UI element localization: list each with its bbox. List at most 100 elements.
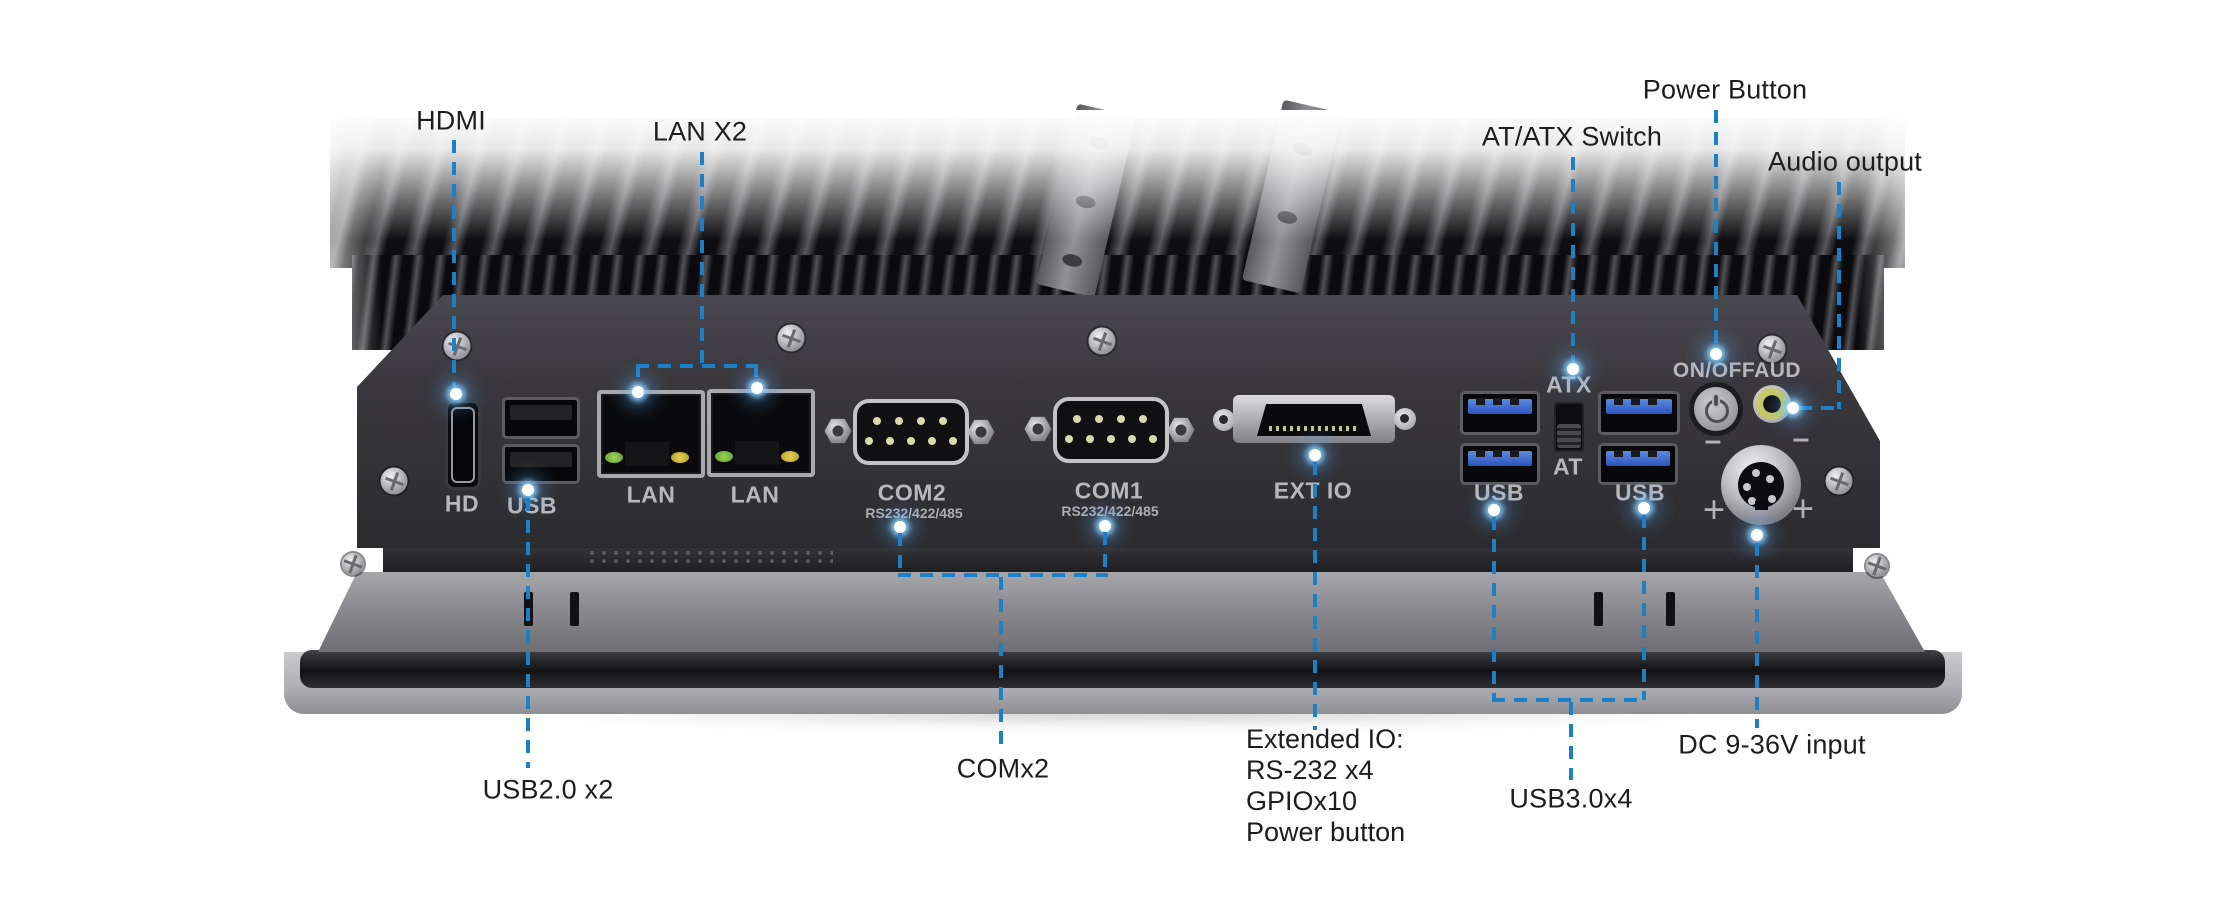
callout-com-line — [999, 577, 1003, 747]
callout-atx-line — [1571, 157, 1575, 362]
dc-input-connector — [1721, 445, 1801, 525]
callout-hdmi-dot — [450, 388, 462, 400]
callout-lan-stub-left — [636, 364, 640, 390]
callout-lan-dot-2 — [751, 382, 763, 394]
dc-pin — [1743, 483, 1751, 491]
extio-ear-right — [1394, 408, 1416, 430]
audio-jack — [1753, 385, 1791, 423]
callout-com-stub-right — [1103, 532, 1107, 575]
lan1-label: LAN — [626, 481, 676, 508]
mount-slot — [570, 592, 579, 626]
callout-dc-line — [1755, 543, 1759, 728]
dc-pin — [1766, 475, 1774, 483]
lan-led-amber — [781, 451, 799, 462]
lan-led-green — [715, 451, 733, 462]
usb3-left-label: USB — [1473, 479, 1525, 506]
lan-led-amber — [671, 452, 689, 463]
extio-line-1: Extended IO: — [1246, 724, 1404, 754]
mount-slot — [1594, 592, 1603, 626]
usb-tongue — [1468, 450, 1532, 466]
callout-audio-label: Audio output — [1767, 146, 1923, 177]
pin — [1128, 435, 1136, 443]
hdmi-port-label: HD — [444, 490, 480, 517]
com1-label: COM1 — [1074, 477, 1144, 504]
callout-usb2-line — [526, 498, 530, 768]
pin — [1107, 435, 1115, 443]
lan-tab — [735, 441, 779, 465]
callout-lan-label: LAN X2 — [652, 116, 748, 147]
minus-mark-right: – — [1792, 422, 1810, 455]
dc-pin — [1752, 469, 1760, 477]
callout-com-stub-left — [898, 533, 902, 575]
callout-lan-dot-1 — [632, 386, 644, 398]
plus-mark-right: + — [1791, 488, 1815, 531]
extio-line-3: GPIOx10 — [1246, 786, 1358, 816]
atx-position-label: ATX — [1546, 371, 1592, 398]
at-position-label: AT — [1553, 453, 1583, 480]
onoff-aud-label: ON/OFFAUD — [1672, 359, 1802, 382]
power-button — [1694, 387, 1738, 431]
pin — [1095, 415, 1103, 423]
usb-tongue — [510, 452, 572, 467]
pin — [895, 417, 903, 425]
screw — [1825, 467, 1853, 495]
callout-lan-line — [700, 152, 704, 366]
com1-sub-label: RS232/422/485 — [1061, 503, 1159, 519]
usb3-port-left-top — [1460, 391, 1540, 435]
callout-com1-dot — [1099, 520, 1111, 532]
usb-tongue — [1606, 450, 1670, 466]
callout-dc-dot — [1751, 529, 1763, 541]
extio-slot — [1257, 404, 1371, 436]
usb3-right-label: USB — [1614, 479, 1666, 506]
lan-port-2 — [707, 389, 815, 477]
plus-mark-left: + — [1702, 489, 1726, 532]
extio-label: EXT IO — [1273, 477, 1353, 504]
pin — [939, 417, 947, 425]
callout-usb2-dot — [522, 484, 534, 496]
callout-power-line — [1714, 110, 1718, 348]
usb-tongue — [510, 405, 572, 420]
audio-jack-ring — [1756, 388, 1788, 420]
com2-port — [853, 399, 969, 465]
callout-usb3-stub-left — [1492, 517, 1496, 700]
callout-usb3-dot-right — [1638, 502, 1650, 514]
extio-line-4: Power button — [1246, 817, 1406, 847]
usb2-label: USB — [506, 492, 558, 519]
vent-perforations — [588, 549, 833, 565]
screw — [1866, 555, 1888, 577]
usb2-port-bottom — [502, 444, 580, 484]
pin — [1065, 435, 1073, 443]
callout-com-label: COMx2 — [956, 753, 1050, 784]
pin — [886, 437, 894, 445]
at-atx-switch — [1554, 402, 1584, 452]
lan2-label: LAN — [730, 481, 780, 508]
callout-audio-dot — [1787, 402, 1799, 414]
callout-atx-label: AT/ATX Switch — [1481, 121, 1663, 152]
callout-usb3-stub-right — [1642, 515, 1646, 700]
extio-line-2: RS-232 x4 — [1246, 755, 1374, 785]
callout-extio-line — [1313, 462, 1317, 730]
dc-pin — [1768, 495, 1776, 503]
pin — [873, 417, 881, 425]
callout-extio-label: Extended IO: RS-232 x4 GPIOx10 Power but… — [1246, 724, 1405, 848]
screw — [443, 332, 471, 360]
lan-port-1 — [597, 390, 705, 478]
usb3-port-right-top — [1598, 391, 1680, 435]
callout-com2-dot — [894, 521, 906, 533]
com2-sub-label: RS232/422/485 — [865, 505, 963, 521]
lan-tab — [625, 442, 669, 466]
pin — [1073, 415, 1081, 423]
bezel-groove — [300, 650, 1945, 688]
callout-audio-line-v — [1837, 182, 1841, 409]
usb-tongue — [1468, 398, 1532, 414]
screw — [1088, 327, 1116, 355]
display-back-bar — [318, 572, 1925, 652]
screw — [380, 467, 408, 495]
callout-hdmi-label: HDMI — [416, 105, 486, 136]
callout-lan-bracket — [636, 364, 758, 368]
com2-label: COM2 — [877, 479, 947, 506]
lan-led-green — [605, 452, 623, 463]
com1-port — [1053, 397, 1169, 463]
callout-usb2-label: USB2.0 x2 — [482, 774, 614, 805]
